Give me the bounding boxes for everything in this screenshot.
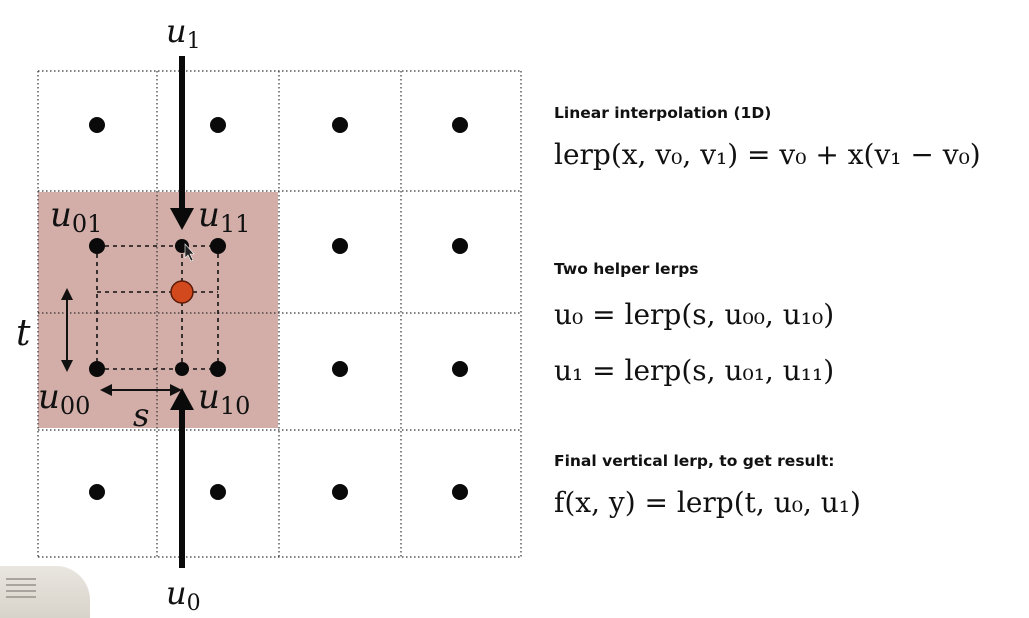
corner-point-u01	[89, 238, 105, 254]
s-arrow-left-icon	[100, 384, 112, 396]
grid-point	[210, 484, 226, 500]
label-u0-bottom: u0	[166, 574, 201, 616]
cursor-icon	[184, 243, 195, 262]
grid-point	[210, 117, 226, 133]
corner-point-u10	[210, 361, 226, 377]
t-arrow-up-icon	[61, 288, 73, 300]
label-u1-top: u1	[166, 12, 201, 54]
formula-u0: u₀ = lerp(s, u₀₀, u₁₀)	[554, 298, 835, 331]
corner-point-u11	[210, 238, 226, 254]
s-arrow-right-icon	[170, 384, 182, 396]
t-arrow-down-icon	[61, 360, 73, 372]
grid-point	[332, 117, 348, 133]
heading-linear-interpolation: Linear interpolation (1D)	[554, 104, 772, 122]
grid-point	[452, 238, 468, 254]
corner-point-u00	[89, 361, 105, 377]
arrow-head-down-icon	[170, 208, 194, 230]
presenter-video-thumbnail	[0, 566, 90, 618]
arrow-head-up-icon	[170, 388, 194, 410]
grid-point	[332, 361, 348, 377]
bilinear-grid-diagram: u1 u0 u01 u11 u00 u10 s t	[16, 12, 522, 616]
heading-helper-lerps: Two helper lerps	[554, 260, 699, 278]
sample-points	[89, 117, 468, 500]
heading-final-lerp: Final vertical lerp, to get result:	[554, 452, 835, 470]
label-s: s	[133, 396, 149, 434]
formula-final: f(x, y) = lerp(t, u₀, u₁)	[554, 486, 861, 519]
formula-lerp-1d: lerp(x, v₀, v₁) = v₀ + x(v₁ − v₀)	[554, 138, 981, 171]
grid-point	[452, 117, 468, 133]
helper-point-u0	[175, 362, 189, 376]
interpolated-sample	[170, 280, 194, 304]
grid-lines	[37, 70, 522, 558]
grid-point	[89, 117, 105, 133]
grid-point	[452, 361, 468, 377]
grid-point	[452, 484, 468, 500]
grid-point	[332, 238, 348, 254]
label-t: t	[16, 313, 31, 354]
highlight-region	[38, 192, 278, 428]
formula-u1: u₁ = lerp(s, u₀₁, u₁₁)	[554, 354, 835, 387]
grid-point	[332, 484, 348, 500]
grid-point	[89, 484, 105, 500]
